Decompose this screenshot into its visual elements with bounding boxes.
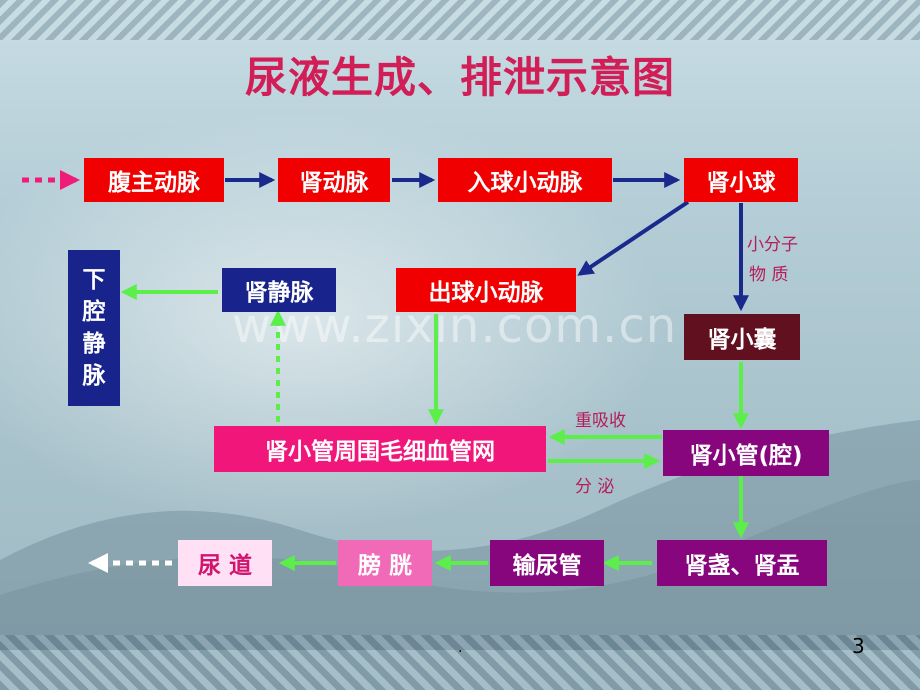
vena-cava-char-2: 腔 — [82, 299, 106, 325]
page-number: 3 — [852, 634, 865, 658]
node-renal-capsule: 肾小囊 — [684, 314, 800, 360]
node-renal-tubule: 肾小管(腔) — [663, 430, 829, 476]
vena-cava-char-4: 脉 — [82, 363, 106, 389]
vena-cava-char-1: 下 — [82, 267, 106, 293]
node-glomerulus: 肾小球 — [684, 158, 798, 202]
node-urethra: 尿 道 — [178, 540, 272, 586]
label-secretion: 分 泌 — [575, 477, 615, 497]
footer-dot: . — [458, 640, 463, 656]
node-efferent-arteriole: 出球小动脉 — [396, 268, 576, 312]
label-small-molecules-line1: 小分子 — [747, 235, 798, 255]
label-reabsorption: 重吸收 — [575, 411, 626, 431]
node-ureter: 输尿管 — [490, 540, 604, 586]
bottom-pattern-band — [0, 635, 920, 690]
node-calyx-pelvis: 肾盏、肾盂 — [657, 540, 827, 586]
top-pattern-band — [0, 0, 920, 40]
node-renal-vein: 肾静脉 — [222, 268, 336, 312]
node-inferior-vena-cava: 下 腔 静 脉 — [68, 250, 120, 406]
great-wall-background-illustration — [0, 420, 920, 650]
slide-title: 尿液生成、排泄示意图 — [244, 53, 675, 102]
node-abdominal-aorta: 腹主动脉 — [84, 158, 224, 202]
node-renal-artery: 肾动脉 — [278, 158, 390, 202]
label-small-molecules-line2: 物 质 — [749, 265, 789, 285]
node-afferent-arteriole: 入球小动脉 — [438, 158, 612, 202]
node-bladder: 膀 胱 — [338, 540, 432, 586]
vena-cava-char-3: 静 — [82, 331, 106, 357]
arrow-glomerulus-to-efferent — [577, 200, 690, 276]
node-peritubular-capillary: 肾小管周围毛细血管网 — [214, 426, 546, 472]
